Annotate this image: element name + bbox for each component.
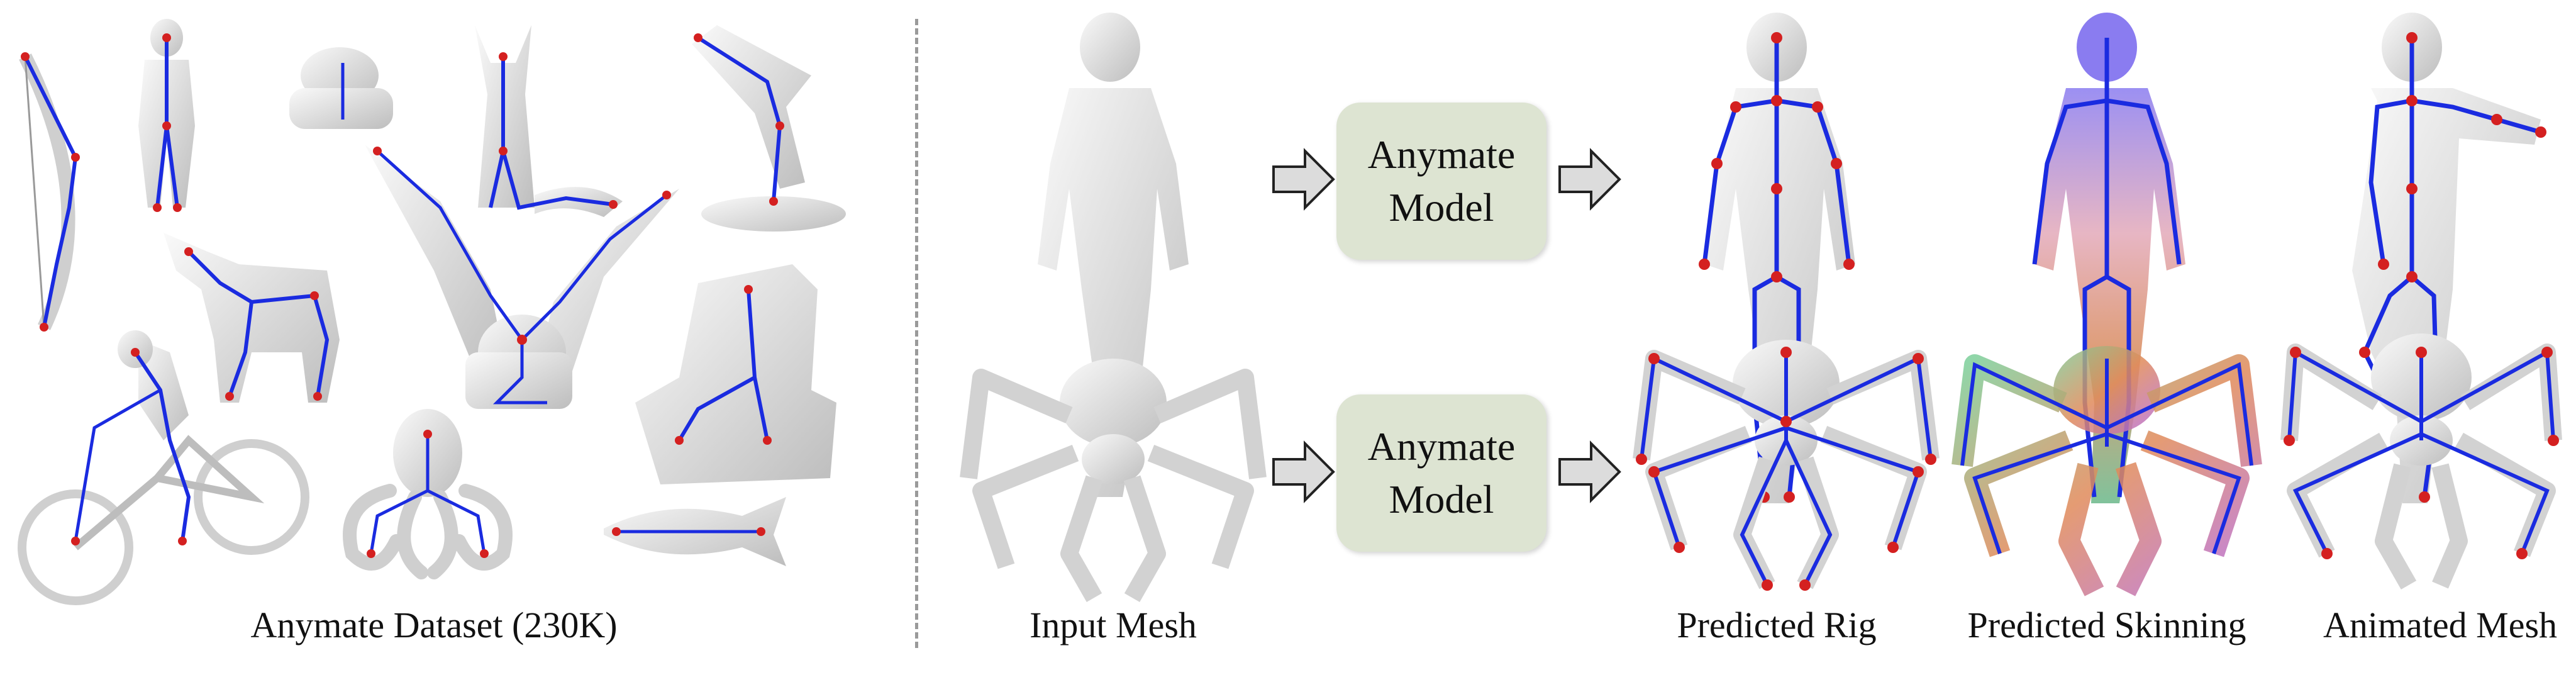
predicted-rig-caption: Predicted Rig <box>1677 605 1877 645</box>
arrow-model-to-rig-row1 <box>1558 148 1621 211</box>
woman-mesh <box>138 19 195 208</box>
armchair-mesh <box>635 264 836 484</box>
model-label-line2: Model <box>1389 477 1494 522</box>
input-mesh-spider <box>960 359 1267 602</box>
winged-creature-mesh <box>365 145 679 409</box>
octopus-mesh <box>343 409 513 579</box>
mushroom-mesh <box>289 47 393 129</box>
dataset-caption: Anymate Dataset (230K) <box>250 605 618 645</box>
unicorn-mesh <box>164 233 340 403</box>
section-divider <box>915 19 918 648</box>
input-mesh-caption: Input Mesh <box>1030 605 1197 645</box>
arrow-input-to-model-row2 <box>1272 440 1335 503</box>
model-label-line2: Model <box>1389 185 1494 230</box>
predicted-skinning-caption: Predicted Skinning <box>1967 605 2246 645</box>
animated-mesh-spider <box>2280 333 2562 589</box>
anymate-model-box-row1: Anymate Model <box>1336 103 1546 260</box>
model-label-line1: Anymate <box>1367 132 1516 177</box>
fish-mesh <box>604 497 786 566</box>
predicted-skinning-spider <box>1951 346 2262 596</box>
cyclist-mesh <box>18 330 309 605</box>
model-label-line1: Anymate <box>1367 424 1516 469</box>
predicted-rig-spider <box>1633 340 1940 591</box>
dataset-collage <box>18 19 846 605</box>
animated-mesh-caption: Animated Mesh <box>2323 605 2558 645</box>
predicted-skinning-human <box>2032 13 2185 503</box>
anymate-model-box-row2: Anymate Model <box>1336 394 1546 552</box>
pipeline-arrows <box>1272 148 1621 503</box>
bow-mesh <box>19 53 78 330</box>
robot-arm-mesh <box>692 25 846 232</box>
arrow-model-to-rig-row2 <box>1558 440 1621 503</box>
arrow-input-to-model-row1 <box>1272 148 1335 211</box>
fox-mesh <box>475 25 623 217</box>
input-mesh-human <box>1038 13 1189 497</box>
